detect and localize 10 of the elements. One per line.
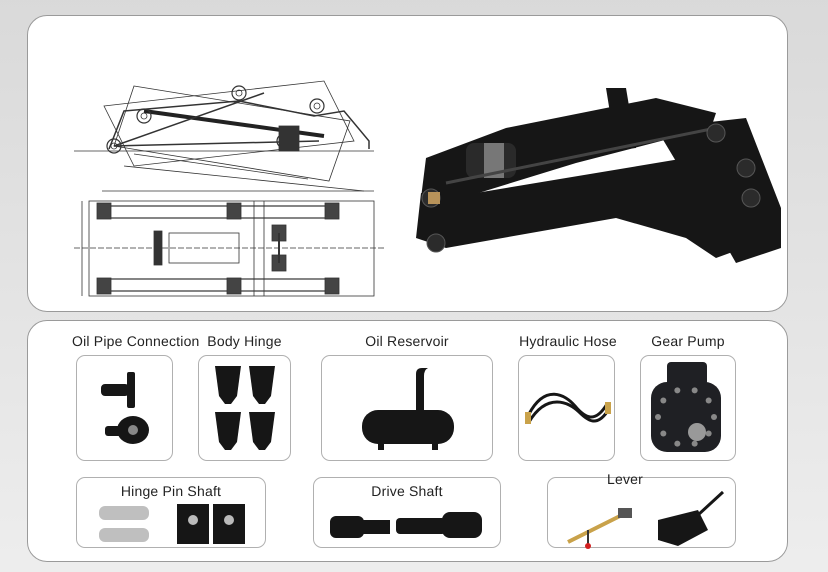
item-heading: Body Hinge: [207, 333, 282, 349]
panel-background: [27, 320, 788, 562]
item-heading: Drive Shaft: [371, 483, 443, 499]
item-heading: Gear Pump: [651, 333, 725, 349]
item-heading: Lever: [607, 471, 644, 487]
item-heading: Hinge Pin Shaft: [120, 483, 222, 499]
item-heading: Oil Reservoir: [365, 333, 449, 349]
item-heading: Oil Pipe Connection: [72, 333, 200, 349]
item-heading: Hydraulic Hose: [519, 333, 617, 349]
panel-background: [27, 15, 788, 312]
